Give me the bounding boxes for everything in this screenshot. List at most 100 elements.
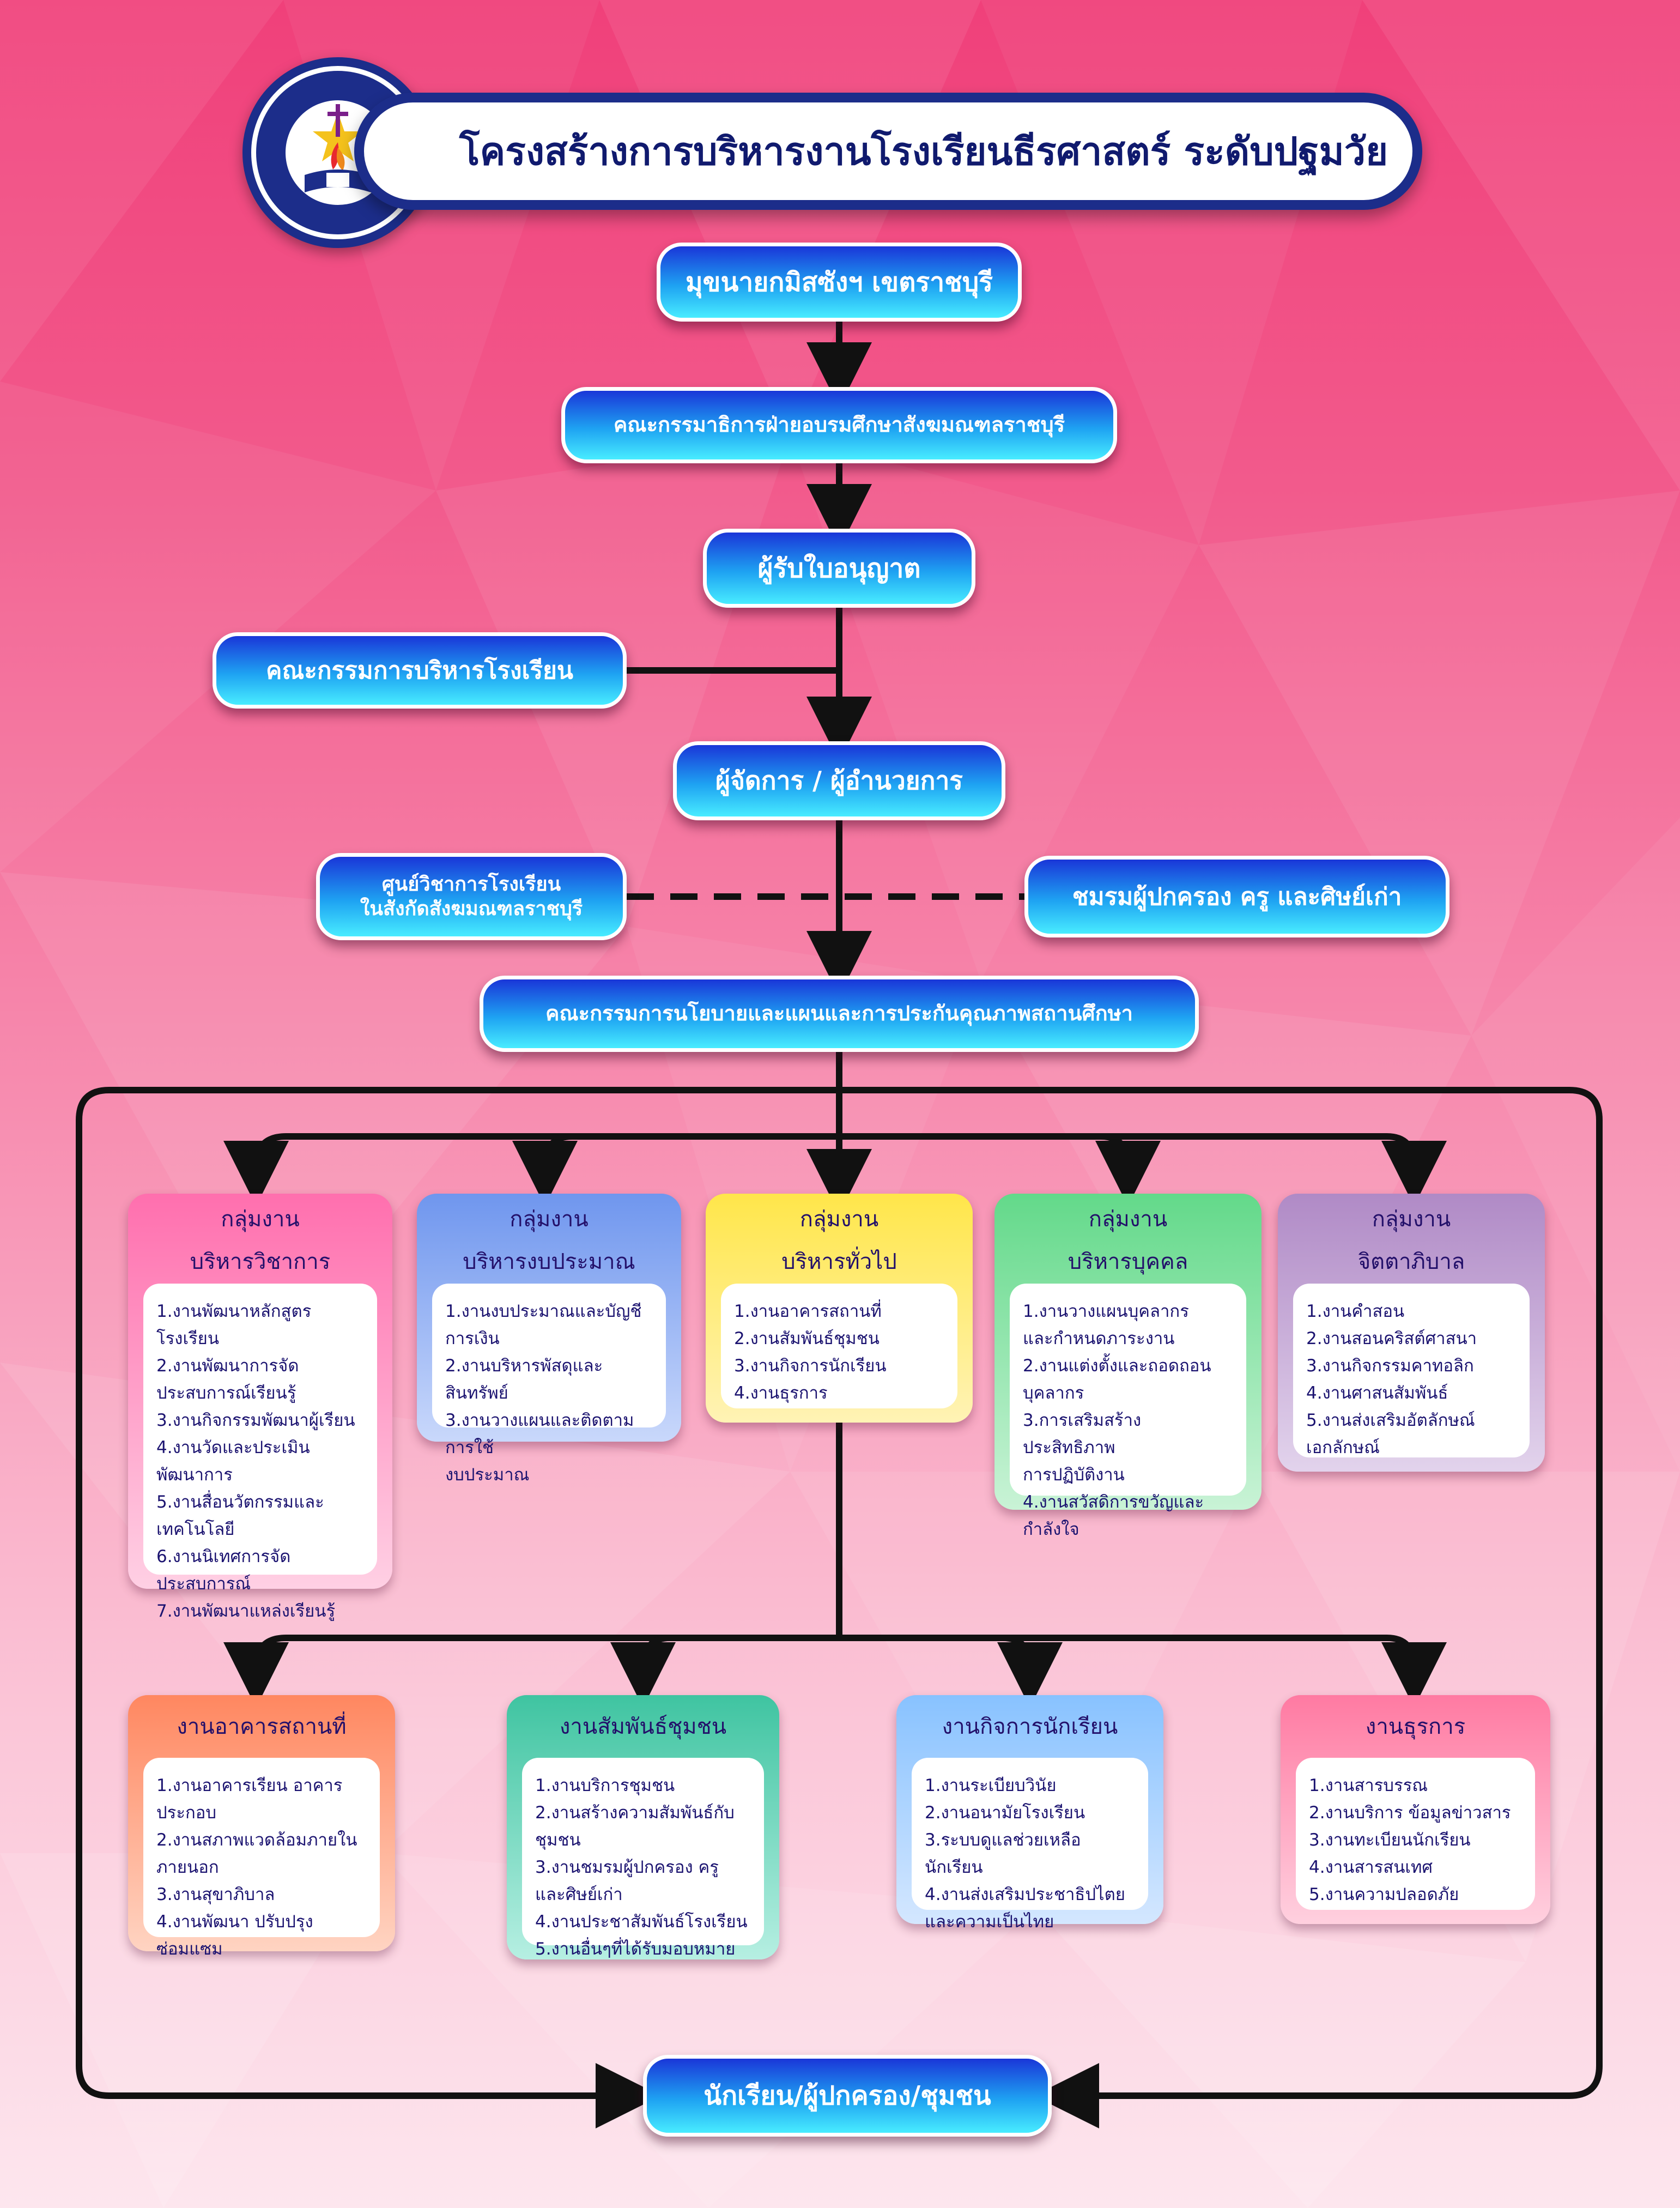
group-items-panel: 1.งานคำสอน 2.งานสอนคริสต์ศาสนา 3.งานกิจก… [1293,1284,1530,1457]
list-item: 1.งานบริการชุมชน [535,1776,675,1795]
subgroup-title-text: งานธุรการ [1365,1714,1466,1739]
list-item: 5.งานส่งเสริมอัตลักษณ์ เอกลักษณ์ [1306,1411,1475,1457]
list-item: 2.งานบริการ ข้อมูลข่าวสาร [1309,1803,1511,1823]
education-committee-box: คณะกรรมาธิการฝ่ายอบรมศึกษาสังฆมณฑลราชบุร… [561,387,1117,463]
policy-committee-box: คณะกรรมการนโยบายและแผนและการประกันคุณภาพ… [480,976,1199,1052]
page-title: โครงสร้างการบริหารงานโรงเรียนธีรศาสตร์ ร… [459,129,1388,174]
group-title-line2: จิตตาภิบาล [1357,1249,1465,1274]
bishop-box: มุขนายกมิสซังฯ เขตราชบุรี [657,243,1022,322]
group-title: กลุ่มงาน จิตตาภิบาล [1278,1194,1545,1283]
list-item: 3.งานกิจการนักเรียน [734,1356,887,1376]
group-title: กลุ่มงาน บริหารงบประมาณ [417,1194,681,1283]
group-title-line2: บริหารงบประมาณ [463,1249,635,1274]
group-item-list: 1.งานคำสอน 2.งานสอนคริสต์ศาสนา 3.งานกิจก… [1306,1298,1517,1461]
list-item: 1.งานคำสอน [1306,1302,1405,1321]
group-items-panel: 1.งานอาคารสถานที่ 2.งานสัมพันธ์ชุมชน 3.ง… [721,1284,957,1408]
subgroup-card-clerical: งานธุรการ 1.งานสารบรรณ 2.งานบริการ ข้อมู… [1281,1695,1550,1924]
list-item: 4.งานสารสนเทศ [1309,1858,1433,1877]
group-card-personnel: กลุ่มงาน บริหารบุคคล 1.งานวางแผนบุคลากร … [994,1194,1261,1539]
subgroup-item-list: 1.งานระเบียบวินัย 2.งานอนามัยโรงเรียน 3.… [925,1772,1135,1935]
group-title-line1: กลุ่มงาน [1372,1207,1451,1232]
list-item: 4.งานประชาสัมพันธ์โรงเรียน [535,1912,748,1932]
group-items-panel: 1.งานวางแผนบุคลากร และกำหนดภาระงาน 2.งาน… [1010,1284,1246,1539]
title-bar: โครงสร้างการบริหารงานโรงเรียนธีรศาสตร์ ร… [354,93,1422,210]
list-item: 3.ระบบดูแลช่วยเหลือนักเรียน [925,1830,1081,1877]
group-card-academic: กลุ่มงาน บริหารวิชาการ 1.งานพัฒนาหลักสูต… [128,1194,392,1621]
subgroup-title-text: งานอาคารสถานที่ [177,1714,347,1739]
list-item: 1.งานวางแผนบุคลากร และกำหนดภาระงาน [1023,1302,1189,1348]
bishop-label: มุขนายกมิสซังฯ เขตราชบุรี [686,267,993,298]
list-item: 1.งานอาคารเรียน อาคารประกอบ [156,1776,343,1823]
list-item: 2.งานสัมพันธ์ชุมชน [734,1329,880,1348]
academic-center-line2: ในสังกัดสังฆมณฑลราชบุรี [360,898,583,920]
list-item: 2.งานสภาพแวดล้อมภายใน ภายนอก [156,1830,357,1877]
subgroup-item-list: 1.งานสารบรรณ 2.งานบริการ ข้อมูลข่าวสาร 3… [1309,1772,1522,1908]
licensee-label: ผู้รับใบอนุญาต [757,553,921,584]
subgroup-items-panel: 1.งานบริการชุมชน 2.งานสร้างความสัมพันธ์ก… [522,1758,764,1959]
list-item: 1.งานงบประมาณและบัญชี การเงิน [445,1302,642,1348]
list-item: 4.งานส่งเสริมประชาธิปไตย และความเป็นไทย [925,1885,1125,1932]
list-item: 5.งานความปลอดภัย [1309,1885,1459,1904]
group-title-line1: กลุ่มงาน [510,1207,589,1232]
group-items-panel: 1.งานงบประมาณและบัญชี การเงิน 2.งานบริหา… [432,1284,666,1485]
list-item: 2.งานอนามัยโรงเรียน [925,1803,1085,1823]
list-item: 3.การเสริมสร้างประสิทธิภาพ การปฏิบัติงาน [1023,1411,1142,1485]
subgroup-title: งานสัมพันธ์ชุมชน [507,1695,779,1754]
group-item-list: 1.งานวางแผนบุคลากร และกำหนดภาระงาน 2.งาน… [1023,1298,1233,1543]
subgroup-items-panel: 1.งานสารบรรณ 2.งานบริการ ข้อมูลข่าวสาร 3… [1296,1758,1535,1910]
subgroup-title-text: งานกิจการนักเรียน [942,1714,1118,1739]
group-title-line1: กลุ่มงาน [799,1207,879,1232]
list-item: 1.งานสารบรรณ [1309,1776,1428,1795]
bottom-target-label: นักเรียน/ผู้ปกครอง/ชุมชน [703,2080,991,2111]
list-item: 3.งานวางแผนและติดตามการใช้ งบประมาณ [445,1411,634,1485]
academic-center-box: ศูนย์วิชาการโรงเรียน ในสังกัดสังฆมณฑลราช… [316,853,627,940]
list-item: 3.งานกิจกรรมคาทอลิก [1306,1356,1474,1376]
academic-center-line1: ศูนย์วิชาการโรงเรียน [381,873,561,896]
subgroup-items-panel: 1.งานระเบียบวินัย 2.งานอนามัยโรงเรียน 3.… [912,1758,1148,1932]
list-item: 7.งานพัฒนาแหล่งเรียนรู้ [156,1601,336,1621]
group-item-list: 1.งานงบประมาณและบัญชี การเงิน 2.งานบริหา… [445,1298,653,1489]
group-items-panel: 1.งานพัฒนาหลักสูตรโรงเรียน 2.งานพัฒนาการ… [143,1284,377,1621]
policy-committee-label: คณะกรรมการนโยบายและแผนและการประกันคุณภาพ… [545,1001,1133,1026]
school-board-box: คณะกรรมการบริหารโรงเรียน [213,632,627,709]
list-item: 5.งานสื่อนวัตกรรมและ เทคโนโลยี [156,1492,324,1539]
group-title: กลุ่มงาน บริหารวิชาการ [128,1194,392,1283]
director-label: ผู้จัดการ / ผู้อำนวยการ [715,765,963,795]
subgroup-title: งานธุรการ [1281,1695,1550,1754]
list-item: 4.งานธุรการ [734,1383,828,1403]
list-item: 2.งานพัฒนาการจัด ประสบการณ์เรียนรู้ [156,1356,299,1403]
list-item: 2.งานแต่งตั้งและถอดถอน บุคลากร [1023,1356,1211,1403]
subgroup-title-text: งานสัมพันธ์ชุมชน [559,1714,727,1739]
list-item: 2.งานสร้างความสัมพันธ์กับชุมชน [535,1803,735,1850]
list-item: 1.งานอาคารสถานที่ [734,1302,882,1321]
list-item: 2.งานสอนคริสต์ศาสนา [1306,1329,1477,1348]
group-title-line1: กลุ่มงาน [221,1207,300,1232]
licensee-box: ผู้รับใบอนุญาต [703,529,975,608]
group-title-line2: บริหารทั่วไป [781,1249,897,1274]
group-card-pastoral: กลุ่มงาน จิตตาภิบาล 1.งานคำสอน 2.งานสอนค… [1278,1194,1545,1472]
list-item: 4.งานสวัสดิการขวัญและกำลังใจ [1023,1492,1204,1539]
group-title: กลุ่มงาน บริหารทั่วไป [706,1194,973,1283]
group-item-list: 1.งานพัฒนาหลักสูตรโรงเรียน 2.งานพัฒนาการ… [156,1298,364,1625]
subgroup-items-panel: 1.งานอาคารเรียน อาคารประกอบ 2.งานสภาพแวด… [143,1758,380,1959]
list-item: 3.งานทะเบียนนักเรียน [1309,1830,1471,1850]
list-item: 4.งานพัฒนา ปรับปรุง ซ่อมแซม [156,1912,313,1959]
group-title-line1: กลุ่มงาน [1088,1207,1168,1232]
list-item: 3.งานสุขาภิบาล [156,1885,275,1904]
group-title: กลุ่มงาน บริหารบุคคล [994,1194,1261,1283]
bottom-target-box: นักเรียน/ผู้ปกครอง/ชุมชน [643,2055,1052,2137]
subgroup-title: งานอาคารสถานที่ [128,1695,395,1754]
list-item: 1.งานพัฒนาหลักสูตรโรงเรียน [156,1302,312,1348]
subgroup-card-community: งานสัมพันธ์ชุมชน 1.งานบริการชุมชน 2.งานส… [507,1695,779,1959]
parents-club-label: ชมรมผู้ปกครอง ครู และศิษย์เก่า [1072,882,1402,911]
group-title-line2: บริหารวิชาการ [190,1249,331,1274]
list-item: 3.งานกิจกรรมพัฒนาผู้เรียน [156,1411,355,1430]
subgroup-card-student-affairs: งานกิจการนักเรียน 1.งานระเบียบวินัย 2.งา… [896,1695,1163,1932]
subgroup-card-facilities: งานอาคารสถานที่ 1.งานอาคารเรียน อาคารประ… [128,1695,395,1959]
group-item-list: 1.งานอาคารสถานที่ 2.งานสัมพันธ์ชุมชน 3.ง… [734,1298,944,1407]
list-item: 2.งานบริหารพัสดุและสินทรัพย์ [445,1356,603,1403]
list-item: 6.งานนิเทศการจัดประสบการณ์ [156,1547,291,1594]
list-item: 3.งานชมรมผู้ปกครอง ครู และศิษย์เก่า [535,1858,719,1904]
director-box: ผู้จัดการ / ผู้อำนวยการ [673,741,1005,820]
